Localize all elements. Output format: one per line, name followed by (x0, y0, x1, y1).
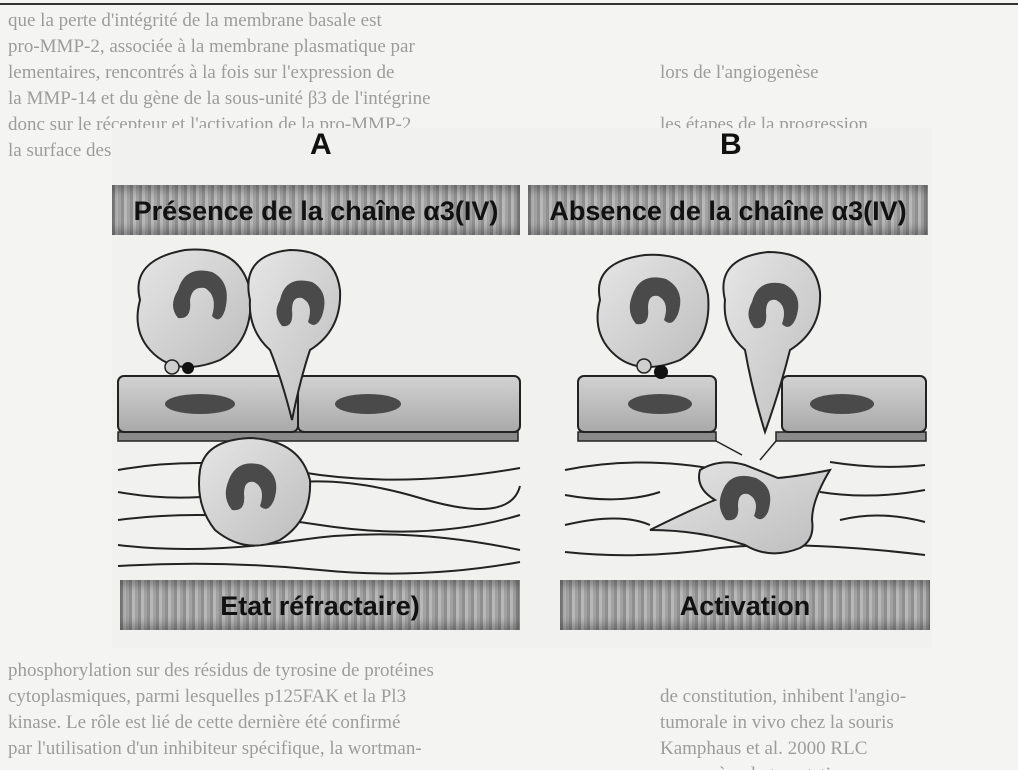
panel-b-tumor-cell-1 (598, 255, 709, 367)
panel-b-basement-membrane-left (578, 432, 716, 441)
panel-a-endothelial-nucleus-right (335, 394, 401, 414)
panel-a-adhesion-ligand (182, 362, 194, 374)
panel-a-adhesion-receptor (165, 360, 179, 374)
panel-a-endothelial-nucleus-left (165, 394, 235, 414)
panel-a-endothelial-cell-right (298, 376, 520, 432)
panel-b-adhesion-ligand (654, 365, 668, 379)
panel-a-tumor-cell-1 (138, 250, 251, 368)
panel-a-matrix-fibers (118, 463, 520, 574)
panel-a-tumor-cell-3 (199, 438, 310, 546)
panel-b-membrane-break-lines (716, 441, 776, 460)
panel-a-basement-membrane (118, 432, 518, 441)
panel-b-tumor-cell-3 (650, 462, 830, 553)
panel-b-diagram (565, 252, 926, 555)
panel-a-diagram (118, 250, 520, 574)
panel-b-endothelial-nucleus-right (810, 394, 874, 414)
panel-b-adhesion-receptor (637, 359, 651, 373)
panel-b-endothelial-nucleus-left (628, 394, 692, 414)
panel-b-basement-membrane-right (776, 432, 926, 441)
